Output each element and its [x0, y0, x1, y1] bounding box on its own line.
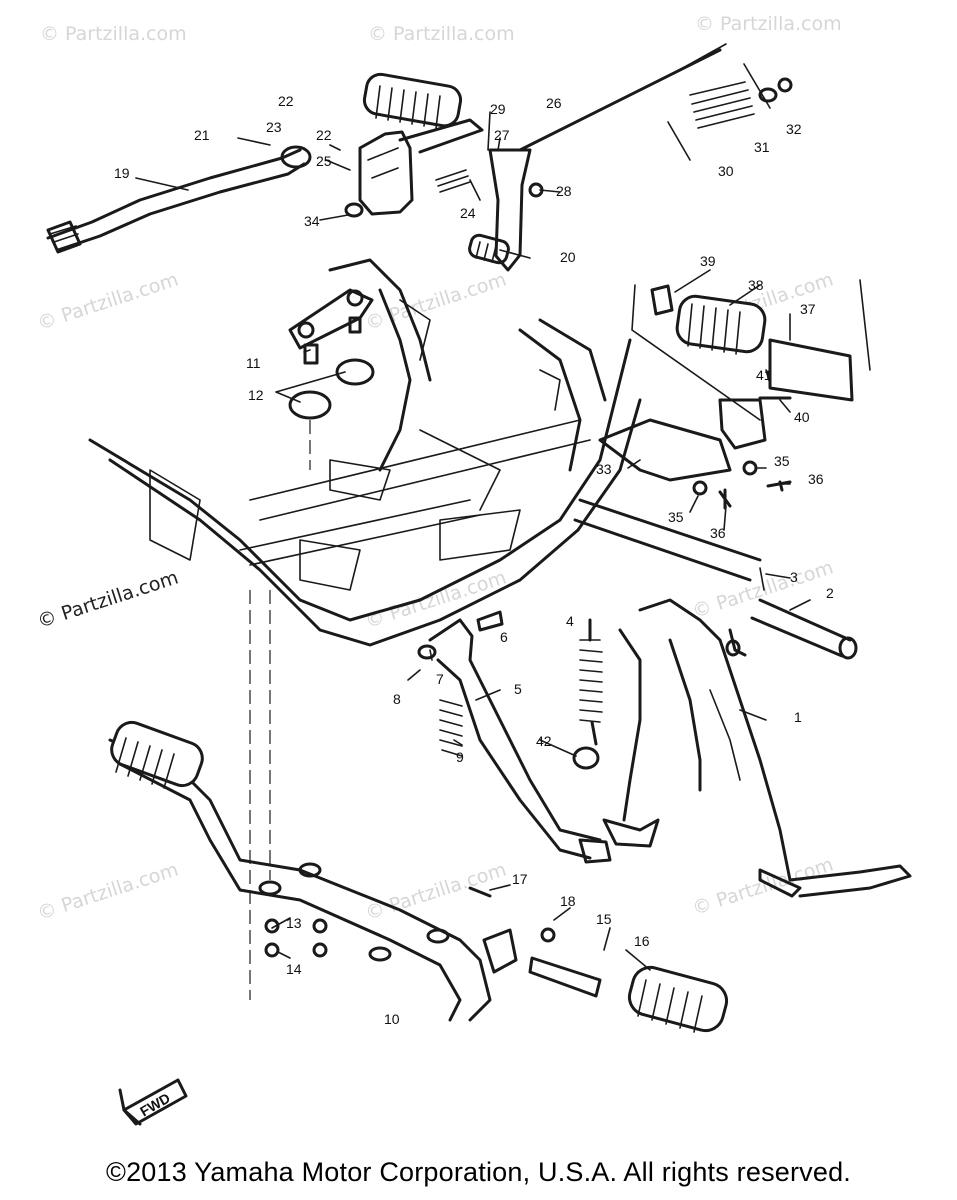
callout-label: 13	[286, 915, 302, 931]
callout-label: 21	[194, 127, 210, 143]
callout-label: 8	[393, 691, 401, 707]
callout-label: 12	[248, 387, 264, 403]
callout-label: 41	[756, 367, 772, 383]
callout-label: 14	[286, 961, 302, 977]
callout-label: 9	[456, 749, 464, 765]
callout-label: 34	[304, 213, 320, 229]
callout-label: 26	[546, 95, 562, 111]
callout-label: 17	[512, 871, 528, 887]
copyright-notice: ©2013 Yamaha Motor Corporation, U.S.A. A…	[105, 1157, 852, 1187]
callout-label: 6	[500, 629, 508, 645]
watermark: © Partzilla.com	[695, 13, 842, 35]
callout-label: 16	[634, 933, 650, 949]
callout-label: 5	[514, 681, 522, 697]
callout-label: 37	[800, 301, 816, 317]
callout-label: 27	[494, 127, 510, 143]
callout-leaders	[135, 111, 811, 971]
callout-label: 1	[794, 709, 802, 725]
watermark: © Partzilla.com	[40, 23, 187, 45]
callout-label: 24	[460, 205, 476, 221]
watermark: © Partzilla.com	[368, 23, 515, 45]
center-stand	[602, 598, 912, 898]
watermark: © Partzilla.com	[35, 567, 181, 633]
callout-label: 39	[700, 253, 716, 269]
callout-label: 4	[566, 613, 574, 629]
fwd-arrow: FWD	[118, 1078, 188, 1126]
engine-mount	[288, 288, 375, 470]
watermark: © Partzilla.com	[690, 854, 836, 920]
pillion-footrest	[598, 279, 871, 510]
side-stand	[417, 610, 612, 864]
callout-label: 23	[266, 119, 282, 135]
frame	[88, 258, 762, 1000]
callout-label: 7	[436, 671, 444, 687]
callout-label: 35	[774, 453, 790, 469]
watermark: © Partzilla.com	[35, 269, 181, 335]
pivot-shaft	[750, 567, 858, 660]
callout-label: 28	[556, 183, 572, 199]
callout-label: 36	[808, 471, 824, 487]
callout-label: 30	[718, 163, 734, 179]
front-footrest-bar	[108, 720, 729, 1033]
callout-label: 20	[560, 249, 576, 265]
callout-label: 18	[560, 893, 576, 909]
callout-label: 22	[316, 127, 332, 143]
callout-label: 22	[278, 93, 294, 109]
brake-arm	[435, 148, 544, 272]
callout-label: 15	[596, 911, 612, 927]
callout-label: 35	[668, 509, 684, 525]
callout-label: 42	[536, 733, 552, 749]
brake-rod	[518, 43, 793, 161]
callout-label: 3	[790, 569, 798, 585]
callout-label: 38	[748, 277, 764, 293]
callouts: 1 2 3 4 5 6 7 8 9 10 11 12 13 14 15 16 1…	[114, 93, 834, 1027]
callout-label: 2	[826, 585, 834, 601]
callout-label: 32	[786, 121, 802, 137]
callout-label: 33	[596, 461, 612, 477]
watermark: © Partzilla.com	[363, 859, 509, 925]
callout-label: 19	[114, 165, 130, 181]
footrest-bracket-upper	[344, 72, 484, 218]
callout-label: 36	[710, 525, 726, 541]
brake-pedal	[46, 145, 312, 254]
callout-label: 10	[384, 1011, 400, 1027]
callout-label: 40	[794, 409, 810, 425]
callout-label: 31	[754, 139, 770, 155]
watermarks: © Partzilla.com © Partzilla.com © Partzi…	[35, 13, 842, 925]
callout-label: 29	[490, 101, 506, 117]
watermark: © Partzilla.com	[35, 859, 181, 925]
callout-label: 11	[246, 355, 261, 371]
callout-label: 25	[316, 153, 332, 169]
